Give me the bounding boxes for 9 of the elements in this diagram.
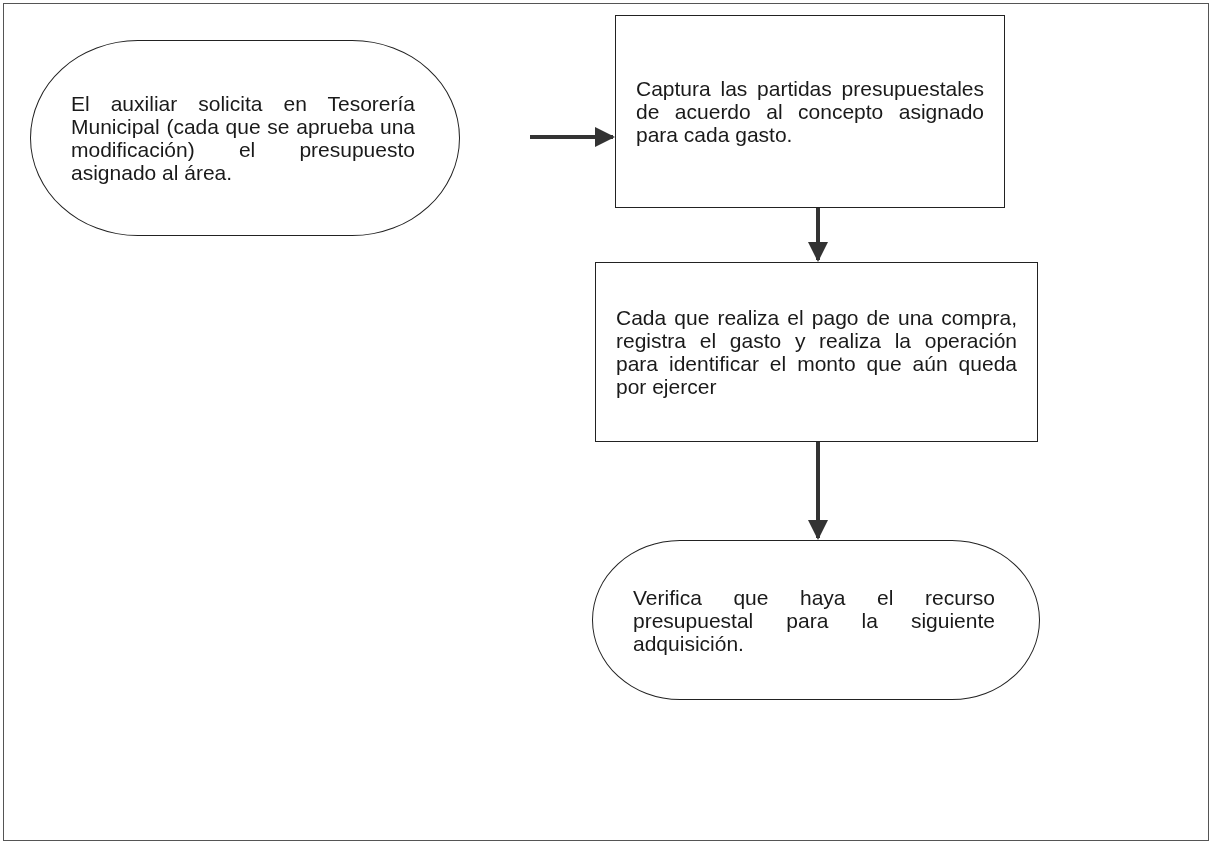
node-text: El auxiliar solicita en Tesorería Municipal (cada que se aprueba una modificación) el presupuesto asignado al área. — [71, 92, 415, 184]
process-box — [615, 15, 1005, 208]
node-text: Cada que realiza el pago de una compra, registra el gasto y realiza la operación para identificar el monto que aún queda por ejercer — [616, 306, 1017, 398]
process-box — [595, 262, 1038, 442]
arrow — [808, 208, 828, 262]
node-text: Verifica que haya el recurso presupuestal para la siguiente adquisición. — [633, 585, 995, 655]
arrow — [808, 442, 828, 540]
arrow — [530, 127, 615, 147]
node-text: Captura las partidas presupuestales de acuerdo al concepto asignado para cada gasto. — [636, 77, 984, 146]
